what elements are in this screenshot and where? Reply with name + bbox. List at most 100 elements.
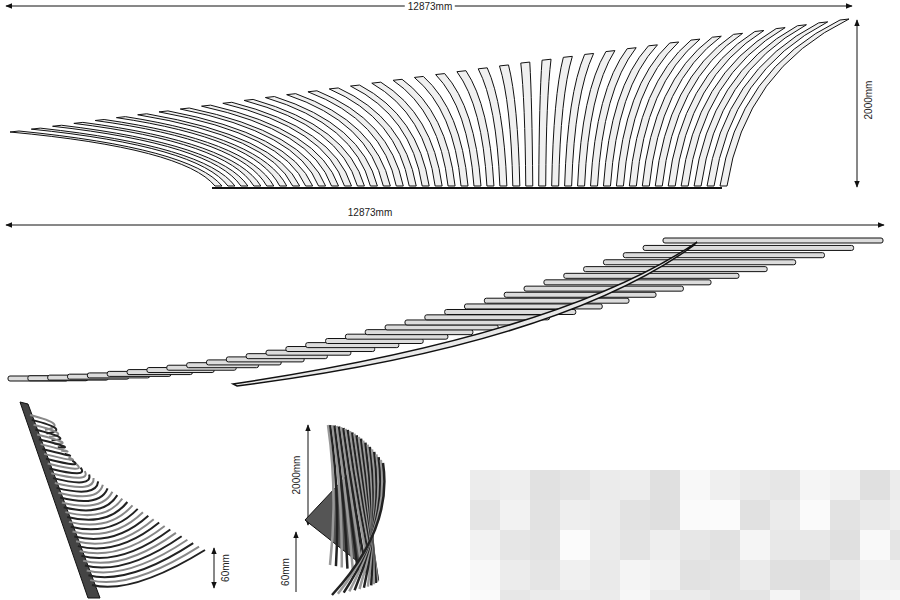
blur-cell [770, 560, 800, 590]
blur-cell [530, 470, 560, 500]
blur-cell [530, 590, 560, 600]
slat [484, 298, 629, 303]
dimension-line [308, 425, 309, 525]
blur-cell [860, 470, 890, 500]
blur-cell [680, 500, 710, 530]
slat [81, 529, 170, 558]
blur-cell [470, 470, 500, 500]
perspective-view [305, 425, 384, 595]
slat [499, 65, 519, 186]
slat [603, 260, 795, 265]
blur-cell [650, 560, 680, 590]
blur-cell [800, 590, 830, 600]
slat [623, 253, 824, 258]
blur-cell [590, 470, 620, 500]
blur-cell [710, 470, 740, 500]
blur-cell [500, 530, 530, 560]
elevation-view [10, 19, 849, 186]
blur-cell [470, 500, 500, 530]
blur-cell [830, 470, 860, 500]
blur-cell [530, 500, 560, 530]
blur-cell [710, 500, 740, 530]
blur-cell [830, 500, 860, 530]
spine-beam [233, 242, 697, 386]
blur-cell [470, 530, 500, 560]
blur-cell [740, 530, 770, 560]
blur-cell [680, 560, 710, 590]
blur-cell [530, 530, 560, 560]
blur-cell [620, 590, 650, 600]
slat [643, 245, 853, 250]
slat [60, 488, 107, 501]
blur-cell [740, 500, 770, 530]
slat [80, 526, 165, 553]
slat [64, 495, 118, 510]
slat [504, 292, 656, 297]
slat [57, 481, 99, 491]
blur-cell [650, 530, 680, 560]
blur-cell [500, 470, 530, 500]
ground-line [212, 187, 722, 189]
blur-cell [590, 530, 620, 560]
dimension-label: 12873mm [405, 1, 455, 13]
blur-cell [590, 500, 620, 530]
blur-cell [500, 500, 530, 530]
blur-cell [560, 530, 590, 560]
slat [372, 82, 442, 186]
blur-cell [860, 560, 890, 590]
dimension-label: 12873mm [345, 207, 395, 219]
blur-cell [470, 560, 500, 590]
blur-cell [680, 590, 710, 600]
slat [48, 464, 79, 469]
blur-cell [560, 500, 590, 530]
blur-cell [800, 530, 830, 560]
blur-cell [620, 560, 650, 590]
slat [53, 475, 89, 483]
blur-cell [740, 560, 770, 590]
blur-cell [830, 530, 860, 560]
slat [73, 512, 143, 534]
blur-cell [560, 470, 590, 500]
slat [49, 468, 82, 474]
blur-cell [590, 590, 620, 600]
blur-cell [800, 500, 830, 530]
slat [521, 62, 533, 186]
slat [478, 68, 507, 186]
blur-cell [560, 560, 590, 590]
blurred-watermark [470, 470, 900, 600]
blur-cell [830, 590, 860, 600]
blur-cell [680, 470, 710, 500]
blur-cell [860, 590, 890, 600]
blur-cell [740, 590, 770, 600]
slat [524, 286, 683, 291]
perspective-view [20, 402, 205, 598]
blur-cell [710, 560, 740, 590]
blur-cell [710, 530, 740, 560]
slat [564, 273, 739, 278]
dimension-label: 2000mm [291, 453, 303, 498]
dimension-line [214, 548, 215, 588]
blur-cell [560, 590, 590, 600]
blur-cell [620, 530, 650, 560]
slat [414, 76, 468, 186]
slat [71, 509, 138, 529]
slat [393, 79, 455, 186]
slat [539, 59, 551, 186]
blur-cell [800, 560, 830, 590]
blur-cell [650, 470, 680, 500]
blur-cell [650, 590, 680, 600]
blur-cell [890, 470, 900, 500]
slat [58, 485, 102, 496]
blur-cell [770, 530, 800, 560]
slat [74, 516, 148, 539]
slat [51, 471, 85, 478]
blur-cell [620, 500, 650, 530]
slat [405, 320, 524, 325]
dimension-label: 60mm [280, 555, 292, 589]
slat [720, 19, 849, 186]
blur-cell [500, 590, 530, 600]
blur-cell [680, 530, 710, 560]
blur-cell [500, 560, 530, 590]
